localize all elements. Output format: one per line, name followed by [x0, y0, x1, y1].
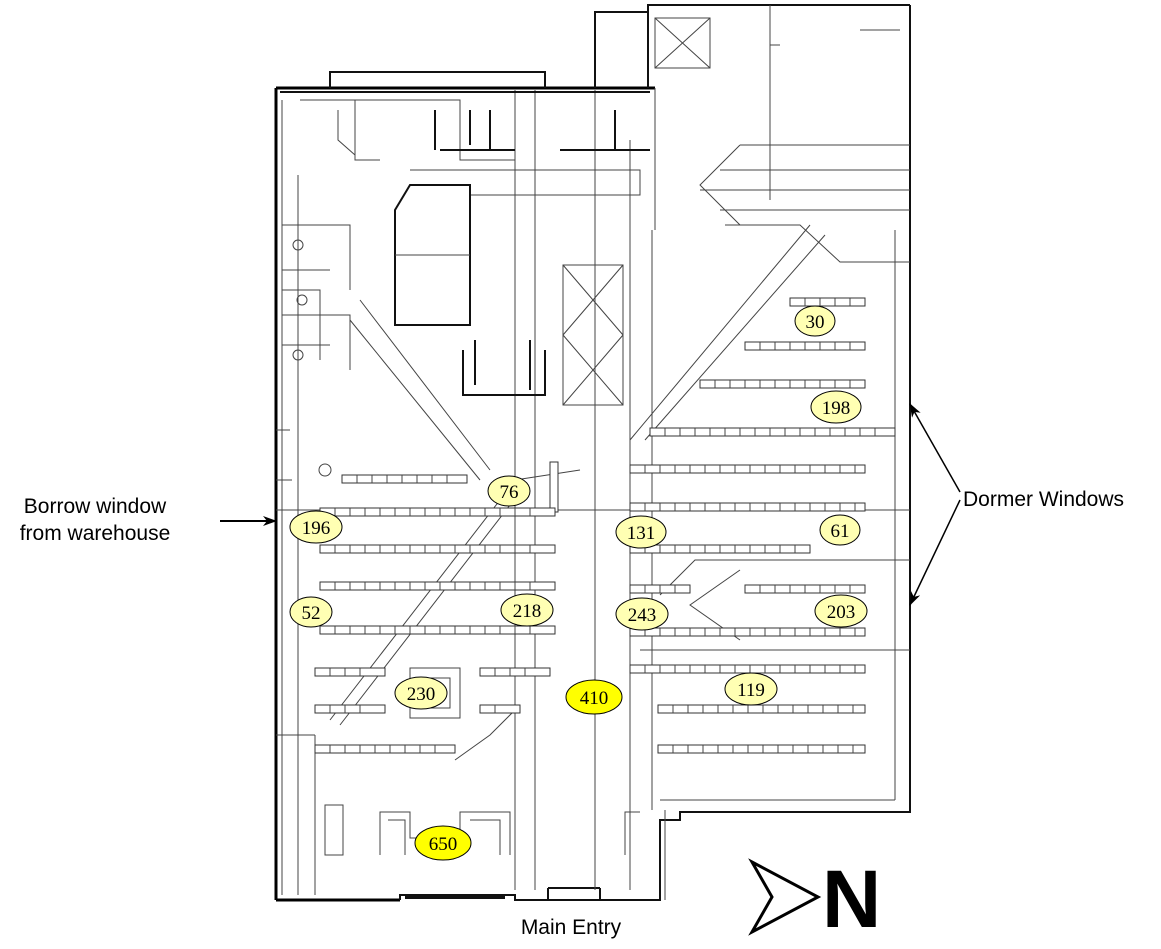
shelf-unit — [744, 341, 866, 351]
north-indicator: N — [748, 854, 881, 945]
dormer-arrow-lower — [909, 499, 961, 606]
count-badge: 119 — [724, 672, 778, 706]
north-letter: N — [822, 854, 881, 945]
count-badge: 218 — [500, 593, 554, 627]
count-badge: 203 — [814, 594, 868, 628]
count-badge: 131 — [615, 515, 667, 549]
badge-bubble — [615, 515, 667, 549]
shelf-unit — [319, 544, 556, 554]
badge-value: 76 — [500, 482, 519, 503]
shelf-unit — [314, 667, 551, 677]
shelf-unit — [657, 704, 866, 714]
badge-bubble — [615, 597, 669, 631]
badge-value: 203 — [827, 602, 856, 623]
badge-bubble — [394, 676, 448, 710]
badge-bubble — [810, 390, 862, 424]
badge-value: 230 — [407, 684, 436, 705]
count-badge: 61 — [819, 514, 861, 546]
main-entry-label: Main Entry — [521, 916, 622, 939]
count-badge: 243 — [615, 597, 669, 631]
badge-value: 198 — [822, 398, 851, 419]
badge-bubble — [500, 593, 554, 627]
badge-bubble — [819, 514, 861, 546]
north-arrow-icon — [748, 858, 822, 936]
shelf-unit — [629, 627, 866, 637]
badge-value: 218 — [513, 601, 542, 622]
shelf-unit — [319, 507, 556, 517]
dormer-windows-annotation: Dormer Windows — [909, 403, 1124, 606]
borrow-label-line2: from warehouse — [20, 522, 171, 545]
badge-value: 61 — [831, 521, 850, 542]
shelf-unit — [629, 502, 866, 512]
count-badge: 198 — [810, 390, 862, 424]
badge-value: 196 — [302, 518, 331, 539]
badge-bubble — [794, 305, 836, 337]
borrow-label-line1: Borrow window — [24, 495, 167, 518]
shelving — [314, 297, 896, 754]
badge-bubble — [289, 510, 343, 544]
shelf-unit — [629, 584, 866, 594]
count-badge: 76 — [487, 475, 531, 507]
count-badge: 230 — [394, 676, 448, 710]
badge-bubble — [289, 596, 333, 628]
dormer-arrow-upper — [909, 403, 961, 493]
badge-value: 30 — [806, 312, 825, 333]
shelf-unit — [319, 581, 556, 591]
count-badge: 650 — [414, 825, 472, 861]
badge-value: 131 — [627, 523, 656, 544]
count-badges: 30 198 76 196 131 61 52 218 243 203 230 … — [289, 305, 868, 861]
shelf-unit — [657, 744, 866, 754]
borrow-window-annotation: Borrow window from warehouse — [20, 495, 277, 545]
count-badge: 196 — [289, 510, 343, 544]
badge-bubble — [724, 672, 778, 706]
count-badge: 410 — [565, 679, 623, 715]
badge-bubble — [414, 825, 472, 861]
shelf-unit — [789, 297, 866, 307]
shelf-unit — [314, 744, 456, 754]
badge-value: 410 — [580, 688, 609, 709]
building-walls — [274, 4, 911, 902]
badge-value: 52 — [302, 603, 321, 624]
shelf-unit — [314, 704, 521, 714]
count-badge: 52 — [289, 596, 333, 628]
badge-bubble — [814, 594, 868, 628]
count-badge: 30 — [794, 305, 836, 337]
badge-bubble — [487, 475, 531, 507]
shelf-unit — [629, 544, 811, 554]
shelf-unit — [649, 427, 896, 437]
badge-value: 119 — [737, 680, 765, 701]
badge-value: 243 — [628, 605, 657, 626]
shelf-unit — [319, 625, 556, 635]
badge-bubble — [565, 679, 623, 715]
dormer-label: Dormer Windows — [963, 488, 1124, 511]
shelf-unit — [699, 379, 866, 389]
badge-value: 650 — [429, 834, 458, 855]
shelf-unit — [629, 464, 866, 474]
shelf-unit — [629, 664, 866, 674]
